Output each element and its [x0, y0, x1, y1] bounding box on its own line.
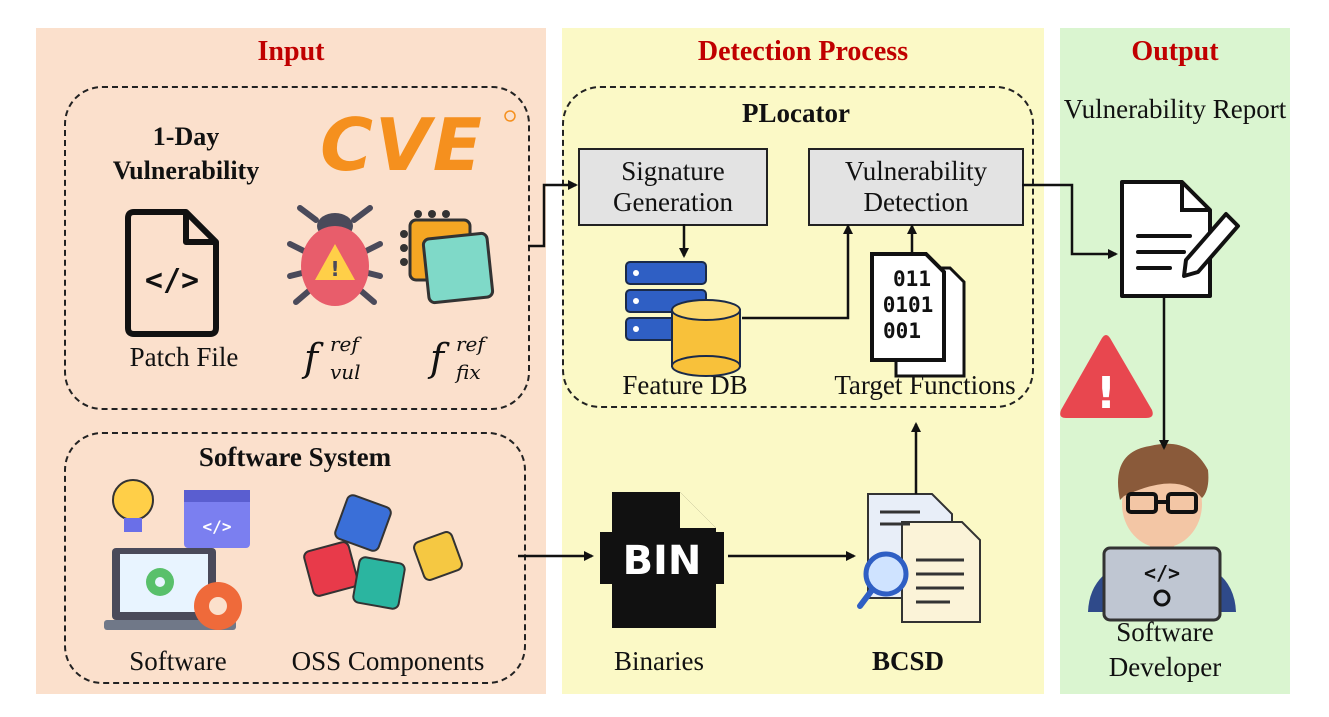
arrow-input-to-signature: [528, 180, 578, 248]
puzzle-icon: [303, 494, 463, 610]
target-functions-icon: 011 0101 001: [870, 252, 966, 378]
software-developer-label: Software Developer: [1108, 617, 1222, 683]
cve-logo-text: CVE: [320, 103, 484, 187]
svg-text:!: !: [330, 257, 339, 281]
code-glyph: </>: [203, 517, 232, 536]
software-group-title: Software System: [198, 442, 392, 472]
plocator-group: [562, 86, 1034, 408]
vulnerability-report-label: Vulnerability Report: [1063, 94, 1287, 124]
arrow-db-to-detection: [742, 224, 853, 320]
feature-db-icon: [625, 261, 741, 377]
vul-subscript: vul: [330, 360, 361, 384]
bcsd-label: BCSD: [871, 646, 945, 676]
software-system-group: [64, 432, 526, 684]
software-icon: </>: [104, 479, 250, 630]
f-symbol: f: [304, 336, 319, 380]
signature-generation-label: Signature Generation: [613, 155, 733, 217]
bcsd-icon: [857, 493, 981, 623]
patch-square-icon: [400, 210, 495, 305]
cve-logo: CVE: [320, 103, 516, 187]
bug-icon: !: [287, 205, 383, 306]
detection-heading: Detection Process: [697, 36, 909, 67]
flow-arrows: [518, 180, 1169, 561]
fix-subscript: fix: [456, 360, 481, 384]
ref-superscript: ref: [456, 332, 485, 356]
software-label: Software: [129, 646, 227, 676]
bin-file-icon: BIN: [600, 492, 724, 628]
code-glyph: </>: [1144, 561, 1180, 585]
warning-icon: !: [1060, 335, 1153, 419]
plocator-title: PLocator: [742, 98, 850, 128]
vulnerability-detection-label: Vulnerability Detection: [844, 155, 988, 217]
input-heading: Input: [257, 36, 325, 67]
arrow-detection-to-report: [1022, 183, 1118, 259]
warning-glyph: !: [1096, 368, 1116, 419]
binary-line-1: 011: [893, 267, 931, 291]
vuln-group-title: 1-Day Vulnerability: [112, 122, 260, 185]
signature-generation-box: Signature Generation: [578, 148, 768, 226]
patch-file-icon: </>: [125, 209, 219, 337]
report-icon: [1120, 180, 1240, 298]
f-fix-ref-formula: f ref fix: [430, 332, 500, 392]
developer-avatar-icon: </>: [1088, 443, 1236, 622]
binaries-label: Binaries: [614, 646, 704, 676]
patch-file-label: Patch File: [129, 342, 239, 372]
binary-line-3: 001: [883, 319, 921, 343]
f-symbol: f: [430, 336, 445, 380]
oss-components-label: OSS Components: [291, 646, 485, 676]
vulnerability-group: [64, 86, 530, 410]
feature-db-label: Feature DB: [622, 370, 748, 400]
code-glyph: </>: [145, 263, 199, 298]
bin-text: BIN: [623, 538, 702, 584]
binary-line-2: 0101: [883, 293, 934, 317]
output-heading: Output: [1131, 36, 1219, 67]
f-vul-ref-formula: f ref vul: [304, 332, 374, 392]
ref-superscript: ref: [330, 332, 359, 356]
